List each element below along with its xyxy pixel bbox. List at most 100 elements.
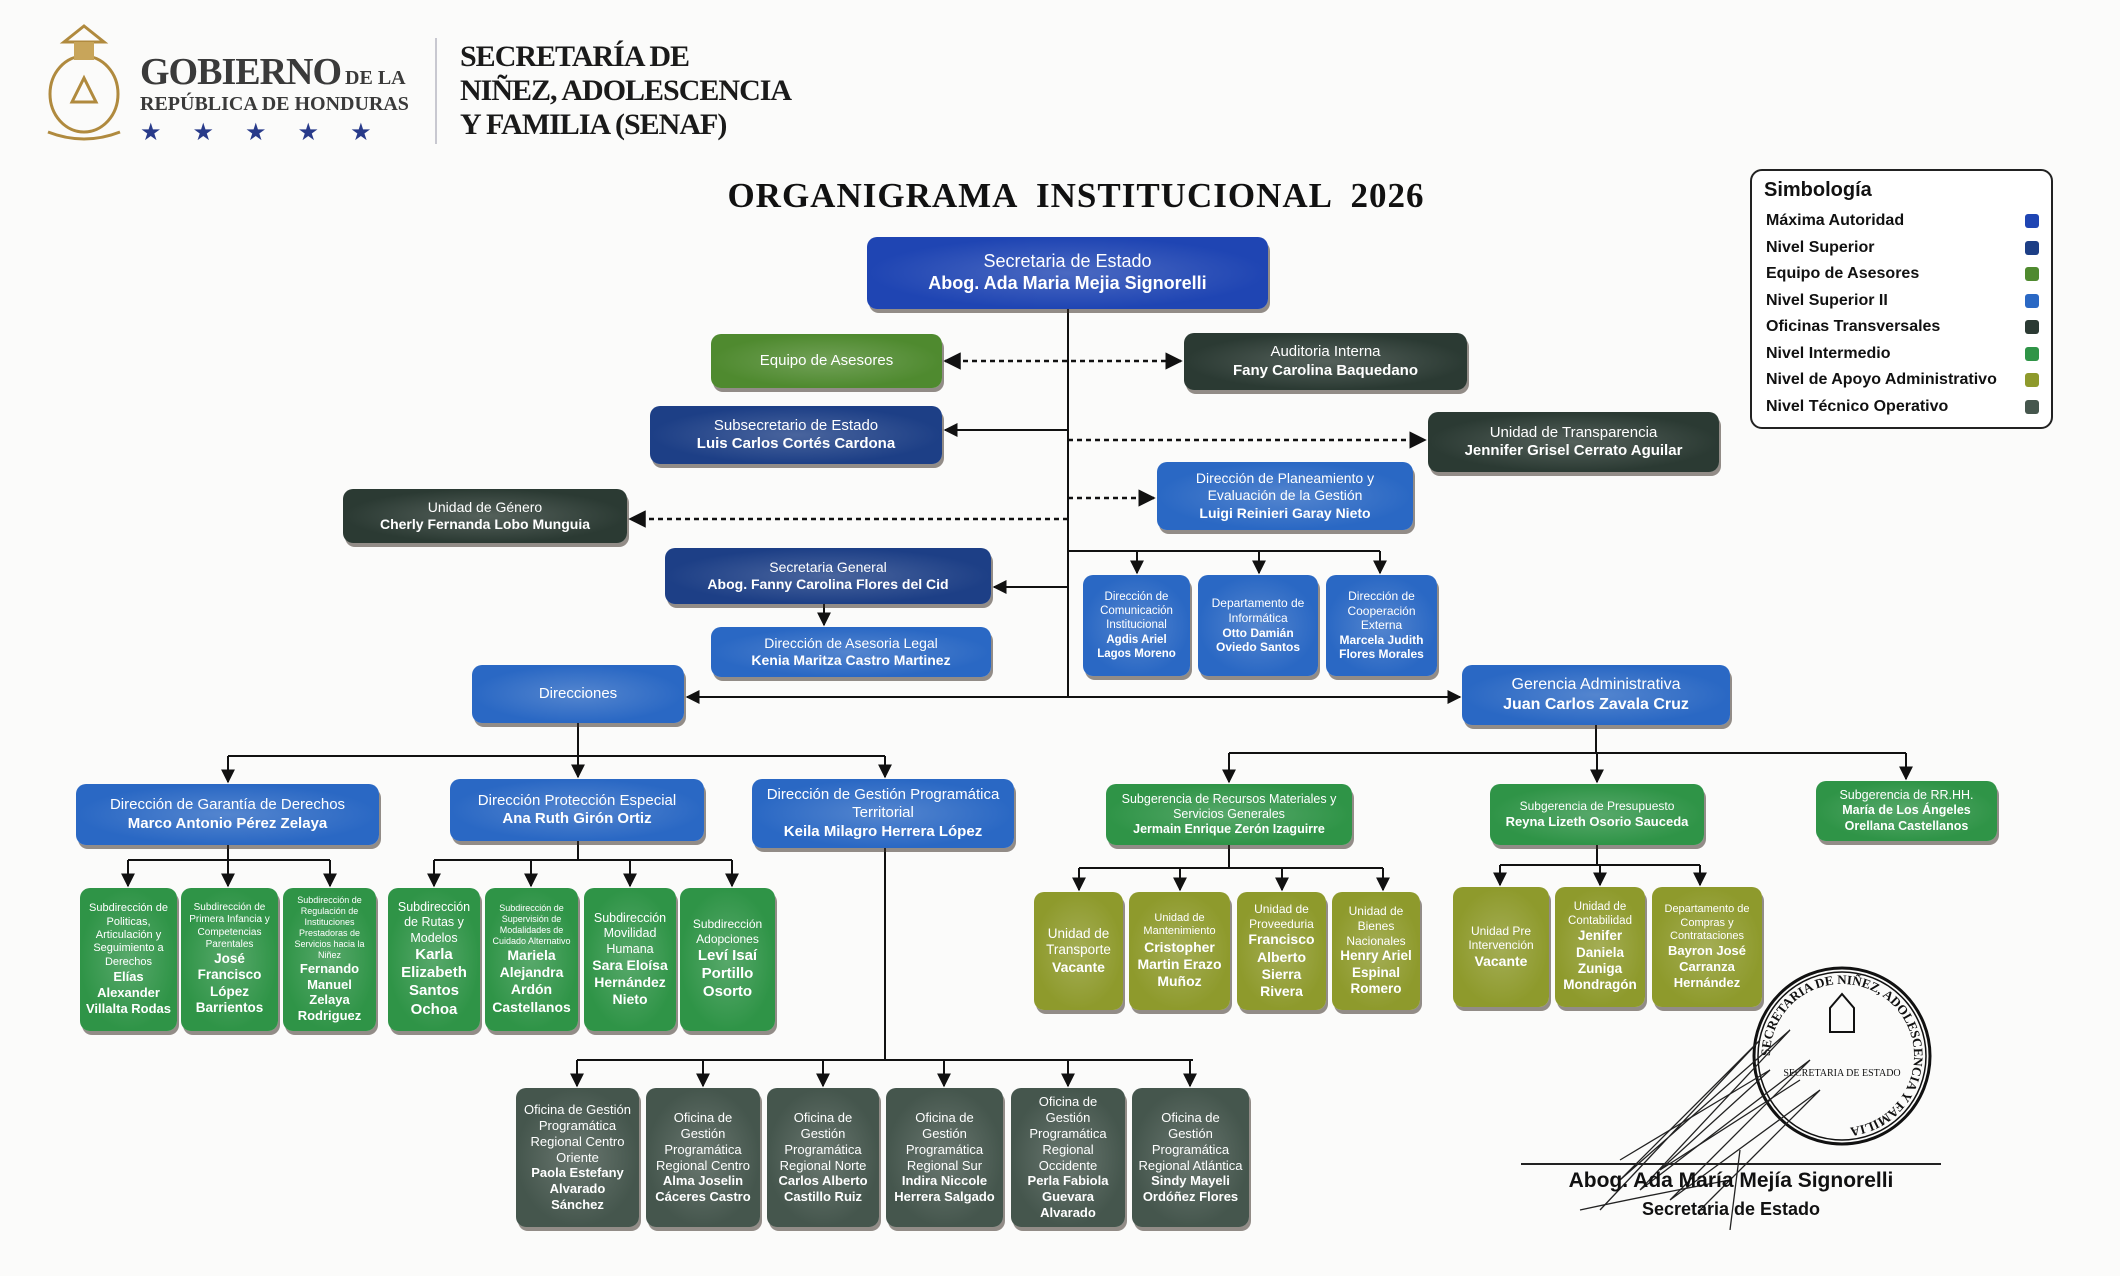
handwritten-signature <box>1579 1029 1821 1230</box>
legend-color-swatch <box>2025 267 2039 282</box>
legend-item-label: Nivel Superior <box>1766 238 1875 256</box>
legend-item-label: Nivel de Apoyo Administrativo <box>1766 371 1997 389</box>
stars-decoration: ★★★★★ <box>140 119 403 146</box>
org-unit-holder-name: Perla Fabiola Guevara Alvarado <box>1027 1173 1109 1221</box>
signature-role: Secretaria de Estado <box>1641 1199 1821 1219</box>
org-unit-sub-politicas: Subdirección de Politicas, Articulación … <box>80 888 177 1031</box>
org-unit-title: Unidad de Género <box>427 498 543 515</box>
org-unit-title: Subdirección Adopciones <box>692 917 763 947</box>
org-unit-holder-name: Mariela Alejandra Ardón Castellanos <box>492 947 571 1015</box>
org-unit-title: Dirección de Garantía de Derechos <box>109 796 346 814</box>
org-unit-holder-name: José Francisco López Barrientos <box>195 950 264 1016</box>
gov-subtitle: REPÚBLICA DE HONDURAS <box>140 93 409 115</box>
seal-center-text: SECRETARIA DE ESTADO <box>1783 1068 1900 1079</box>
gov-title: GOBIERNO <box>140 51 342 93</box>
org-unit-title: Dirección Protección Especial <box>477 791 677 809</box>
org-unit-of-occidente: Oficina de Gestión Programática Regional… <box>1011 1088 1125 1227</box>
org-unit-of-centro-oriente: Oficina de Gestión Programática Regional… <box>516 1088 639 1227</box>
org-unit-title: Unidad de Contabilidad <box>1568 901 1632 928</box>
org-unit-sub-supervision: Subdirección de Supervisión de Modalidad… <box>485 888 578 1031</box>
secretaria-line-3: Y FAMILIA (SENAF) <box>460 108 727 141</box>
legend-color-swatch <box>2025 214 2039 229</box>
org-unit-holder-name: Luis Carlos Cortés Cardona <box>696 435 896 452</box>
legend-item-apoyo: Nivel de Apoyo Administrativo <box>1764 367 2039 394</box>
legend-item-tecnico: Nivel Técnico Operativo <box>1764 394 2039 421</box>
legend-color-swatch <box>2025 320 2039 335</box>
org-unit-equipo-asesores: Equipo de Asesores <box>711 334 942 388</box>
org-unit-title: Equipo de Asesores <box>759 351 894 369</box>
honduras-coat-of-arms-logo <box>34 22 134 146</box>
org-unit-holder-name: Luigi Reinieri Garay Nieto <box>1199 504 1371 521</box>
org-unit-holder-name: Sindy Mayeli Ordóñez Flores <box>1142 1173 1239 1205</box>
org-unit-title: Oficina de Gestión Programática Regional… <box>524 1101 631 1165</box>
org-unit-holder-name: Abog. Fanny Carolina Flores del Cid <box>707 576 949 592</box>
org-unit-holder-name: Jermain Enrique Zerón Izaguirre <box>1133 822 1325 837</box>
org-unit-holder-name: Elías Alexander Villalta Rodas <box>86 969 172 1016</box>
legend-color-swatch <box>2025 240 2039 255</box>
org-unit-holder-name: Abog. Ada Maria Mejia Signorelli <box>928 273 1207 293</box>
org-unit-sub-primera-infancia: Subdirección de Primera Infancia y Compe… <box>181 888 278 1031</box>
org-unit-title: Secretaria de Estado <box>983 251 1152 272</box>
org-unit-title: Subgerencia de Presupuesto <box>1519 799 1675 814</box>
org-unit-holder-name: Sara Eloísa Hernández Nieto <box>592 956 668 1007</box>
org-unit-dir-gestion: Dirección de Gestión Programática Territ… <box>752 779 1014 848</box>
org-unit-title: Unidad de Mantenimiento <box>1143 911 1216 938</box>
org-unit-title: Subsecretario de Estado <box>713 416 879 434</box>
org-unit-title: Oficina de Gestión Programática Regional… <box>1138 1109 1243 1173</box>
secretaria-name: SECRETARÍA DE NIÑEZ, ADOLESCENCIA Y FAMI… <box>460 40 792 142</box>
legend-item-superior: Nivel Superior <box>1764 235 2039 262</box>
org-unit-holder-name: Vacante <box>1052 958 1105 975</box>
legend-item-label: Nivel Superior II <box>1766 291 1888 309</box>
org-unit-title: Unidad de Transparencia <box>1489 423 1658 441</box>
org-unit-title: Dirección de Cooperación Externa <box>1347 588 1416 633</box>
org-unit-planeamiento: Dirección de Planeamiento y Evaluación d… <box>1157 462 1413 530</box>
org-unit-holder-name: Ana Ruth Girón Ortiz <box>502 810 652 827</box>
org-unit-title: Dirección de Planeamiento y Evaluación d… <box>1195 470 1375 504</box>
org-unit-holder-name: Reyna Lizeth Osorio Sauceda <box>1505 813 1689 829</box>
org-unit-holder-name: Karla Elizabeth Santos Ochoa <box>401 945 467 1018</box>
secretaria-line-1: SECRETARÍA DE <box>460 40 690 73</box>
org-unit-title: Gerencia Administrativa <box>1511 676 1681 694</box>
org-unit-title: Departamento de Compras y Contrataciones <box>1664 903 1750 942</box>
org-unit-holder-name: Jenifer Daniela Zuniga Mondragón <box>1563 928 1637 993</box>
org-unit-title: Oficina de Gestión Programática Regional… <box>779 1109 867 1173</box>
signature-name: Abog. Ada María Mejía Signorelli <box>1568 1169 1894 1192</box>
legend-item-label: Oficinas Transversales <box>1766 318 1941 336</box>
org-unit-direcciones: Direcciones <box>472 665 684 723</box>
legend-color-swatch <box>2025 373 2039 388</box>
org-unit-of-norte: Oficina de Gestión Programática Regional… <box>767 1088 879 1227</box>
org-unit-title: Subdirección de Primera Infancia y Compe… <box>189 902 270 950</box>
org-unit-subg-recursos: Subgerencia de Recursos Materiales y Ser… <box>1106 784 1352 845</box>
legend-title: Simbología <box>1764 179 1872 201</box>
org-unit-holder-name: Leví Isaí Portillo Osorto <box>697 946 758 1001</box>
org-unit-holder-name: Carlos Alberto Castillo Ruiz <box>778 1173 868 1205</box>
org-unit-holder-name: Francisco Alberto Sierra Rivera <box>1248 931 1315 999</box>
legend-item-superior2: Nivel Superior II <box>1764 288 2039 315</box>
legend-item-transversal: Oficinas Transversales <box>1764 314 2039 341</box>
org-unit-title: Dirección de Gestión Programática Territ… <box>766 786 1000 822</box>
gov-title-small: DE LA <box>345 67 406 89</box>
org-unit-title: Oficina de Gestión Programática Regional… <box>905 1109 984 1173</box>
org-unit-title: Unidad Pre Intervención <box>1468 923 1534 953</box>
org-unit-title: Subdirección de Politicas, Articulación … <box>89 902 168 968</box>
org-unit-holder-name: Agdis Ariel Lagos Moreno <box>1097 633 1176 660</box>
org-unit-holder-name: Cherly Fernanda Lobo Munguia <box>379 516 590 532</box>
org-unit-holder-name: Cristopher Martin Erazo Muñoz <box>1137 938 1222 989</box>
org-unit-title: Subdirección de Rutas y Modelos <box>397 900 471 945</box>
